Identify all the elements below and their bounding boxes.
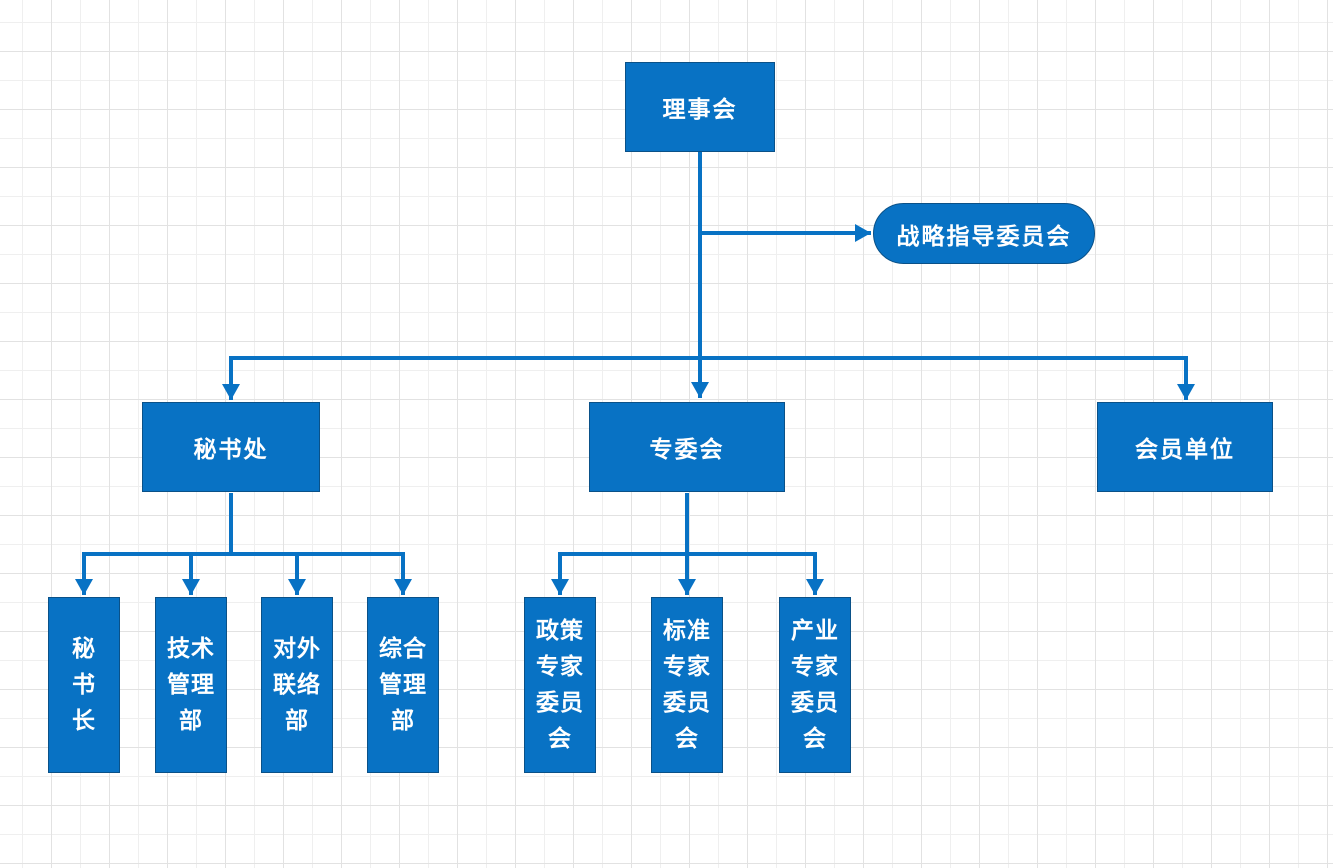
node-secretariat[interactable]: 秘书处 [142,402,320,492]
node-industry-experts[interactable]: 产业 专家 委员 会 [779,597,851,773]
node-strategic-committee[interactable]: 战略指导委员会 [873,203,1095,264]
node-standards-experts[interactable]: 标准 专家 委员 会 [651,597,723,773]
node-general-management[interactable]: 综合 管理 部 [367,597,439,773]
node-special-committee[interactable]: 专委会 [589,402,785,492]
node-board[interactable]: 理事会 [625,62,775,152]
node-member-units[interactable]: 会员单位 [1097,402,1273,492]
node-secretary-general[interactable]: 秘 书 长 [48,597,120,773]
node-tech-management[interactable]: 技术 管理 部 [155,597,227,773]
node-external-liaison[interactable]: 对外 联络 部 [261,597,333,773]
node-policy-experts[interactable]: 政策 专家 委员 会 [524,597,596,773]
